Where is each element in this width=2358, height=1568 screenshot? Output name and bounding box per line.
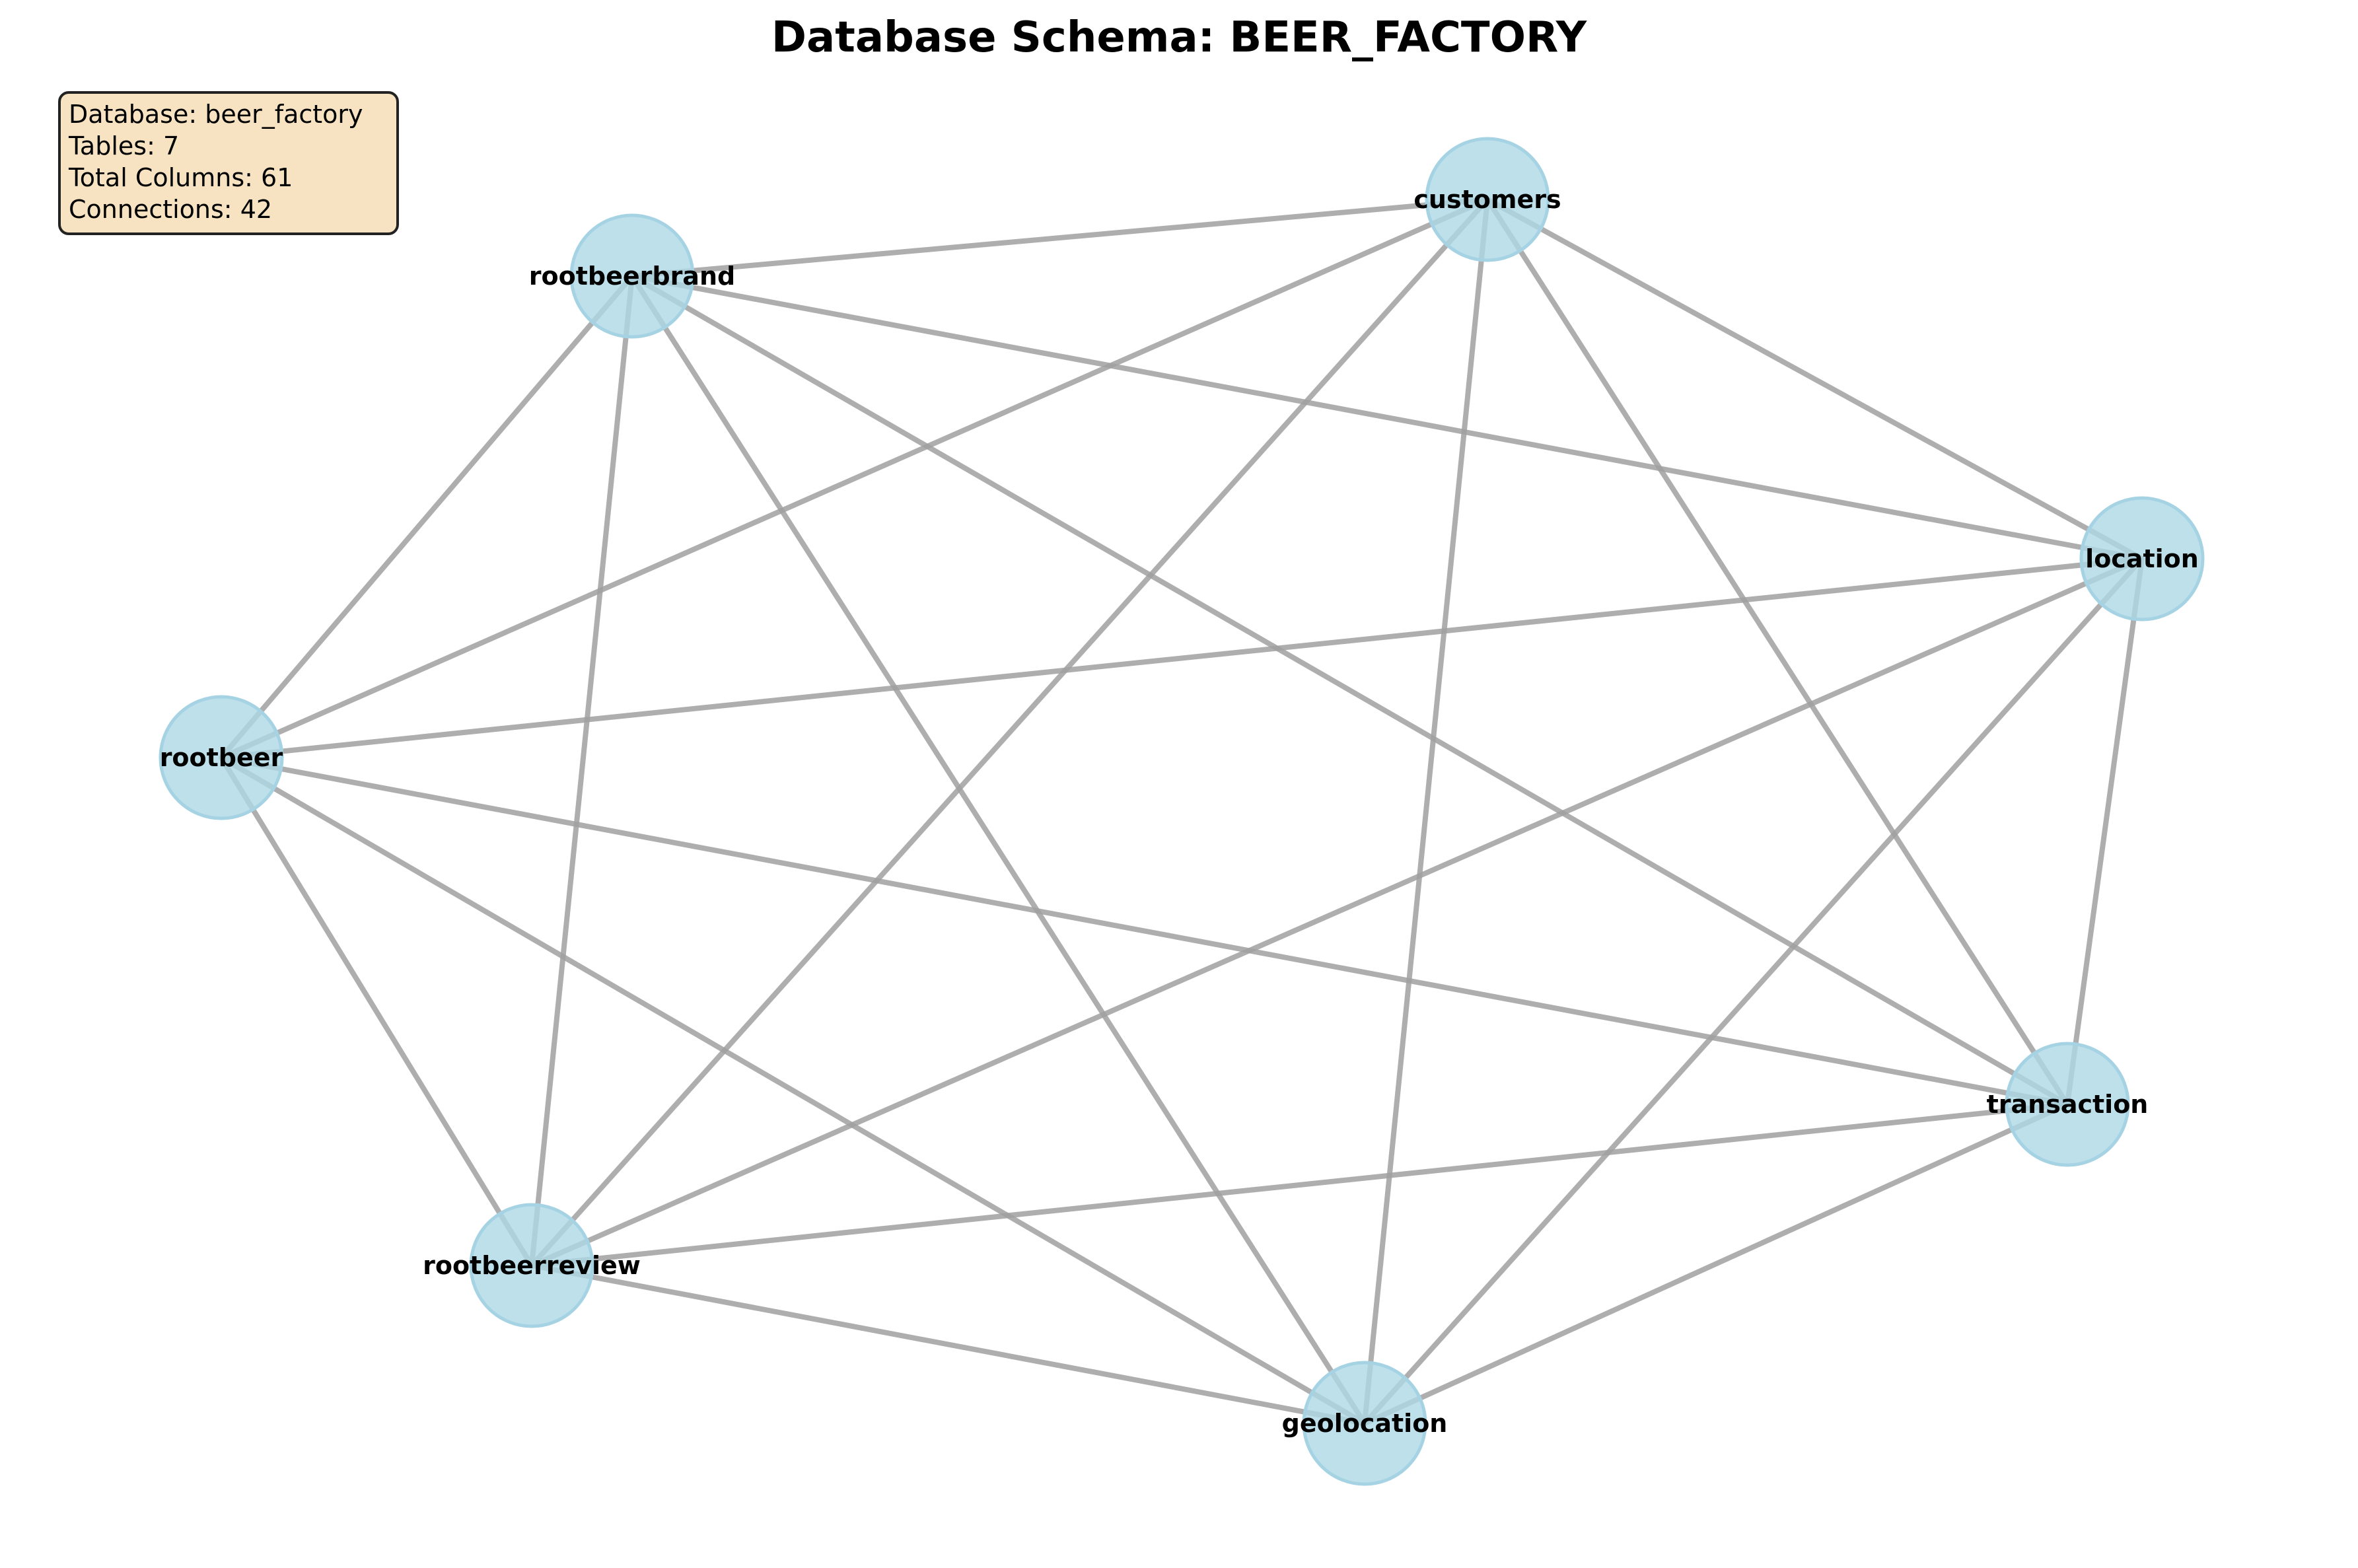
- node-circle-customers[interactable]: [1425, 137, 1550, 262]
- edge-rootbeer-transaction: [219, 755, 2070, 1107]
- node-rootbeerreview[interactable]: rootbeerreview: [423, 1203, 641, 1328]
- node-circle-rootbeerreview[interactable]: [469, 1203, 594, 1328]
- diagram-title: Database Schema: BEER_FACTORY: [771, 13, 1587, 62]
- nodes-layer: customers rootbeerbrand location rootbeer tr…: [159, 137, 2205, 1486]
- edge-transaction-geolocation: [1362, 1102, 2070, 1426]
- info-total-columns: Total Columns: 61: [68, 163, 293, 192]
- node-rootbeer[interactable]: rootbeer: [159, 695, 284, 820]
- node-circle-rootbeerbrand[interactable]: [569, 213, 695, 339]
- edges-layer: [219, 197, 2145, 1426]
- edge-customers-location: [1485, 197, 2145, 561]
- node-transaction[interactable]: transaction: [1987, 1042, 2149, 1167]
- edge-location-transaction: [2065, 556, 2145, 1107]
- node-circle-location[interactable]: [2079, 496, 2205, 622]
- node-label-rootbeerreview: rootbeerreview: [423, 1251, 641, 1280]
- node-label-rootbeerbrand: rootbeerbrand: [529, 262, 735, 291]
- info-box: Database: beer_factory Tables: 7 Total C…: [58, 91, 399, 235]
- edge-rootbeer-rootbeerreview: [219, 755, 534, 1268]
- node-label-customers: customers: [1413, 185, 1561, 214]
- edge-rootbeerbrand-rootbeerreview: [529, 273, 635, 1268]
- edge-rootbeerbrand-transaction: [629, 273, 2070, 1107]
- edge-customers-rootbeerreview: [529, 197, 1490, 1268]
- edge-rootbeerbrand-geolocation: [629, 273, 1367, 1426]
- node-location[interactable]: location: [2079, 496, 2205, 622]
- node-circle-geolocation[interactable]: [1302, 1361, 1427, 1486]
- edge-transaction-rootbeerreview: [529, 1102, 2070, 1268]
- edge-location-rootbeer: [219, 556, 2145, 760]
- node-label-geolocation: geolocation: [1282, 1409, 1448, 1438]
- edge-customers-rootbeerbrand: [629, 197, 1490, 279]
- node-rootbeerbrand[interactable]: rootbeerbrand: [529, 213, 735, 339]
- edge-customers-transaction: [1485, 197, 2070, 1107]
- edge-rootbeerreview-geolocation: [529, 1263, 1367, 1426]
- node-label-transaction: transaction: [1987, 1090, 2149, 1119]
- node-customers[interactable]: customers: [1413, 137, 1561, 262]
- edge-location-geolocation: [1362, 556, 2145, 1426]
- edge-rootbeer-geolocation: [219, 755, 1367, 1426]
- info-box-background: [58, 91, 399, 235]
- node-circle-rootbeer[interactable]: [159, 695, 284, 820]
- node-circle-transaction[interactable]: [2005, 1042, 2130, 1167]
- node-geolocation[interactable]: geolocation: [1282, 1361, 1448, 1486]
- info-tables: Tables: 7: [68, 131, 179, 160]
- edge-rootbeerbrand-rootbeer: [219, 273, 635, 760]
- edge-customers-rootbeer: [219, 197, 1490, 760]
- edge-rootbeerbrand-location: [629, 273, 2145, 561]
- edge-location-rootbeerreview: [529, 556, 2145, 1268]
- edge-customers-geolocation: [1362, 197, 1490, 1426]
- info-database: Database: beer_factory: [69, 100, 363, 129]
- info-connections: Connections: 42: [69, 195, 272, 224]
- node-label-rootbeer: rootbeer: [160, 743, 283, 772]
- node-label-location: location: [2085, 544, 2199, 573]
